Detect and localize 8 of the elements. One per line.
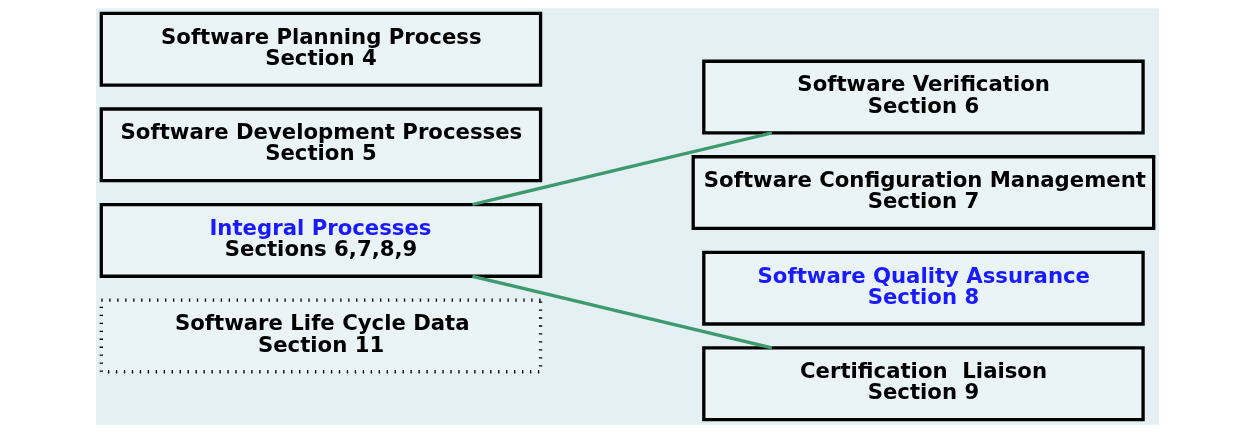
node-box: Software Verification Section 6 [702,59,1145,135]
node-box: Integral Processes Sections 6,7,8,9 [99,202,543,278]
node-box: Software Configuration Management Section 7 [691,155,1156,231]
node-box: Software Planning Process Section 4 [99,11,543,87]
node-box: Software Quality Assurance Section 8 [702,250,1145,326]
node-box: Certification Liaison Section 9 [702,346,1145,422]
node-box: Software Life Cycle Data Section 11 [99,298,543,374]
node-box: Software Development Processes Section 5 [99,107,543,183]
